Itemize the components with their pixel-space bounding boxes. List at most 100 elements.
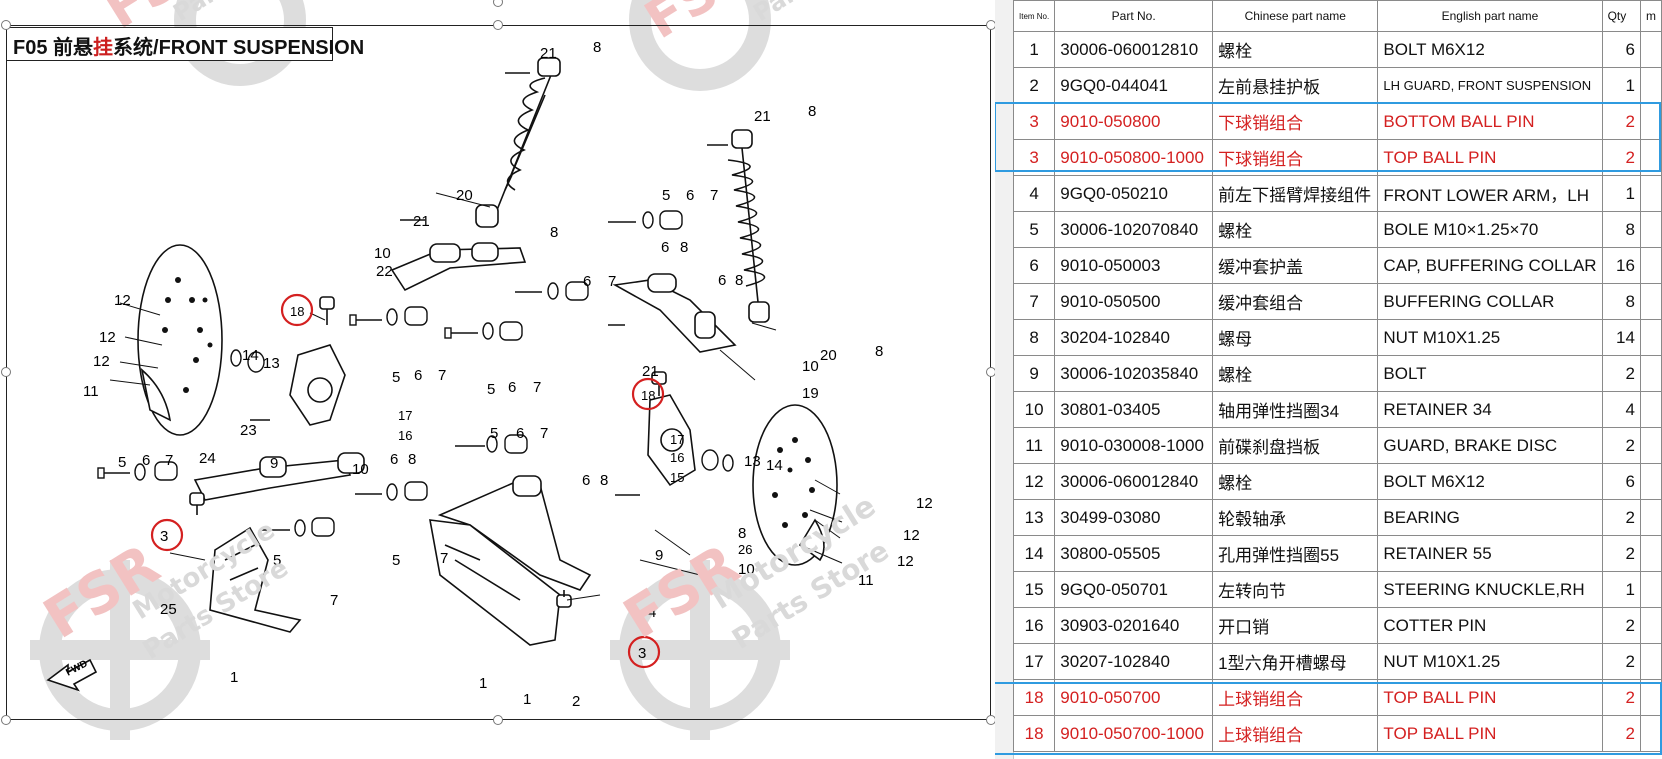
cell-qty[interactable]: 6 (1601, 31, 1641, 68)
cell-extra[interactable] (1639, 427, 1662, 464)
cell-english-name[interactable]: CAP, BUFFERING COLLAR (1377, 247, 1603, 284)
cell-item-no[interactable]: 16 (1012, 607, 1056, 644)
cell-part-no[interactable]: 30006-060012810 (1054, 31, 1214, 68)
cell-item-no[interactable]: 12 (1012, 463, 1056, 500)
cell-qty[interactable]: 1 (1601, 175, 1641, 212)
cell-item-no[interactable]: 6 (1012, 247, 1056, 284)
cell-item-no[interactable]: 5 (1012, 211, 1056, 248)
header-extra[interactable]: m (1639, 0, 1662, 32)
cell-chinese-name[interactable]: 前左下摇臂焊接组件 (1212, 175, 1379, 212)
cell-extra[interactable] (1639, 175, 1662, 212)
cell-item-no[interactable]: 7 (1012, 283, 1056, 320)
cell-extra[interactable] (1639, 247, 1662, 284)
cell-part-no[interactable]: 9010-050500 (1054, 283, 1214, 320)
cell-qty[interactable]: 8 (1601, 211, 1641, 248)
cell-qty[interactable]: 2 (1601, 535, 1641, 572)
cell-english-name[interactable]: BOLT M6X12 (1377, 31, 1603, 68)
cell-extra[interactable] (1639, 31, 1662, 68)
cell-part-no[interactable]: 30006-102070840 (1054, 211, 1214, 248)
cell-chinese-name[interactable]: 缓冲套护盖 (1212, 247, 1379, 284)
cell-part-no[interactable]: 30903-0201640 (1054, 607, 1214, 644)
cell-extra[interactable] (1639, 499, 1662, 536)
cell-extra[interactable] (1639, 103, 1662, 140)
resize-handle-bottom-left[interactable] (1, 715, 11, 725)
cell-chinese-name[interactable]: 下球销组合 (1212, 103, 1379, 140)
cell-english-name[interactable]: BOTTOM BALL PIN (1377, 103, 1603, 140)
cell-chinese-name[interactable]: 左转向节 (1212, 571, 1379, 608)
cell-chinese-name[interactable]: 上球销组合 (1212, 679, 1379, 716)
cell-english-name[interactable]: NUT M10X1.25 (1377, 643, 1603, 680)
cell-item-no[interactable]: 2 (1012, 67, 1056, 104)
cell-chinese-name[interactable]: 缓冲套组合 (1212, 283, 1379, 320)
cell-part-no[interactable]: 30006-102035840 (1054, 355, 1214, 392)
cell-item-no[interactable]: 8 (1012, 319, 1056, 356)
cell-chinese-name[interactable]: 1型六角开槽螺母 (1212, 643, 1379, 680)
header-english-name[interactable]: English part name (1377, 0, 1603, 32)
cell-chinese-name[interactable]: 螺栓 (1212, 211, 1379, 248)
cell-extra[interactable] (1639, 463, 1662, 500)
cell-qty[interactable]: 8 (1601, 283, 1641, 320)
cell-qty[interactable]: 2 (1601, 643, 1641, 680)
cell-item-no[interactable]: 18 (1012, 715, 1056, 752)
cell-item-no[interactable]: 13 (1012, 499, 1056, 536)
cell-chinese-name[interactable]: 螺栓 (1212, 355, 1379, 392)
cell-part-no[interactable]: 30800-05505 (1054, 535, 1214, 572)
resize-handle-top-left[interactable] (1, 20, 11, 30)
cell-item-no[interactable]: 14 (1012, 535, 1056, 572)
cell-english-name[interactable]: BOLT (1377, 355, 1603, 392)
cell-part-no[interactable]: 9010-030008-1000 (1054, 427, 1214, 464)
rotate-handle[interactable] (493, 0, 503, 7)
cell-qty[interactable]: 2 (1601, 499, 1641, 536)
cell-part-no[interactable]: 9GQ0-044041 (1054, 67, 1214, 104)
resize-handle-right[interactable] (986, 367, 995, 377)
cell-english-name[interactable]: STEERING KNUCKLE,RH (1377, 571, 1603, 608)
cell-extra[interactable] (1639, 67, 1662, 104)
cell-qty[interactable]: 1 (1601, 571, 1641, 608)
cell-item-no[interactable]: 18 (1012, 679, 1056, 716)
cell-chinese-name[interactable]: 下球销组合 (1212, 139, 1379, 176)
cell-part-no[interactable]: 9010-050800 (1054, 103, 1214, 140)
resize-handle-top-right[interactable] (986, 20, 995, 30)
cell-qty[interactable]: 2 (1601, 679, 1641, 716)
cell-chinese-name[interactable]: 轴用弹性挡圈34 (1212, 391, 1379, 428)
cell-item-no[interactable]: 3 (1012, 103, 1056, 140)
cell-extra[interactable] (1639, 571, 1662, 608)
resize-handle-top[interactable] (493, 20, 503, 30)
cell-chinese-name[interactable]: 上球销组合 (1212, 715, 1379, 752)
cell-part-no[interactable]: 30006-060012840 (1054, 463, 1214, 500)
cell-qty[interactable]: 2 (1601, 355, 1641, 392)
cell-part-no[interactable]: 9010-050700 (1054, 679, 1214, 716)
resize-handle-left[interactable] (1, 367, 11, 377)
cell-part-no[interactable]: 9GQ0-050701 (1054, 571, 1214, 608)
cell-english-name[interactable]: TOP BALL PIN (1377, 139, 1603, 176)
header-item-no[interactable]: Item No. (1012, 0, 1056, 32)
cell-extra[interactable] (1639, 679, 1662, 716)
resize-handle-bottom[interactable] (493, 715, 503, 725)
cell-chinese-name[interactable]: 螺栓 (1212, 463, 1379, 500)
cell-extra[interactable] (1639, 139, 1662, 176)
cell-extra[interactable] (1639, 607, 1662, 644)
cell-extra[interactable] (1639, 391, 1662, 428)
cell-item-no[interactable]: 9 (1012, 355, 1056, 392)
cell-chinese-name[interactable]: 前碟刹盘挡板 (1212, 427, 1379, 464)
cell-item-no[interactable]: 15 (1012, 571, 1056, 608)
cell-english-name[interactable]: NUT M10X1.25 (1377, 319, 1603, 356)
cell-qty[interactable]: 2 (1601, 607, 1641, 644)
cell-part-no[interactable]: 9010-050800-1000 (1054, 139, 1214, 176)
cell-qty[interactable]: 4 (1601, 391, 1641, 428)
